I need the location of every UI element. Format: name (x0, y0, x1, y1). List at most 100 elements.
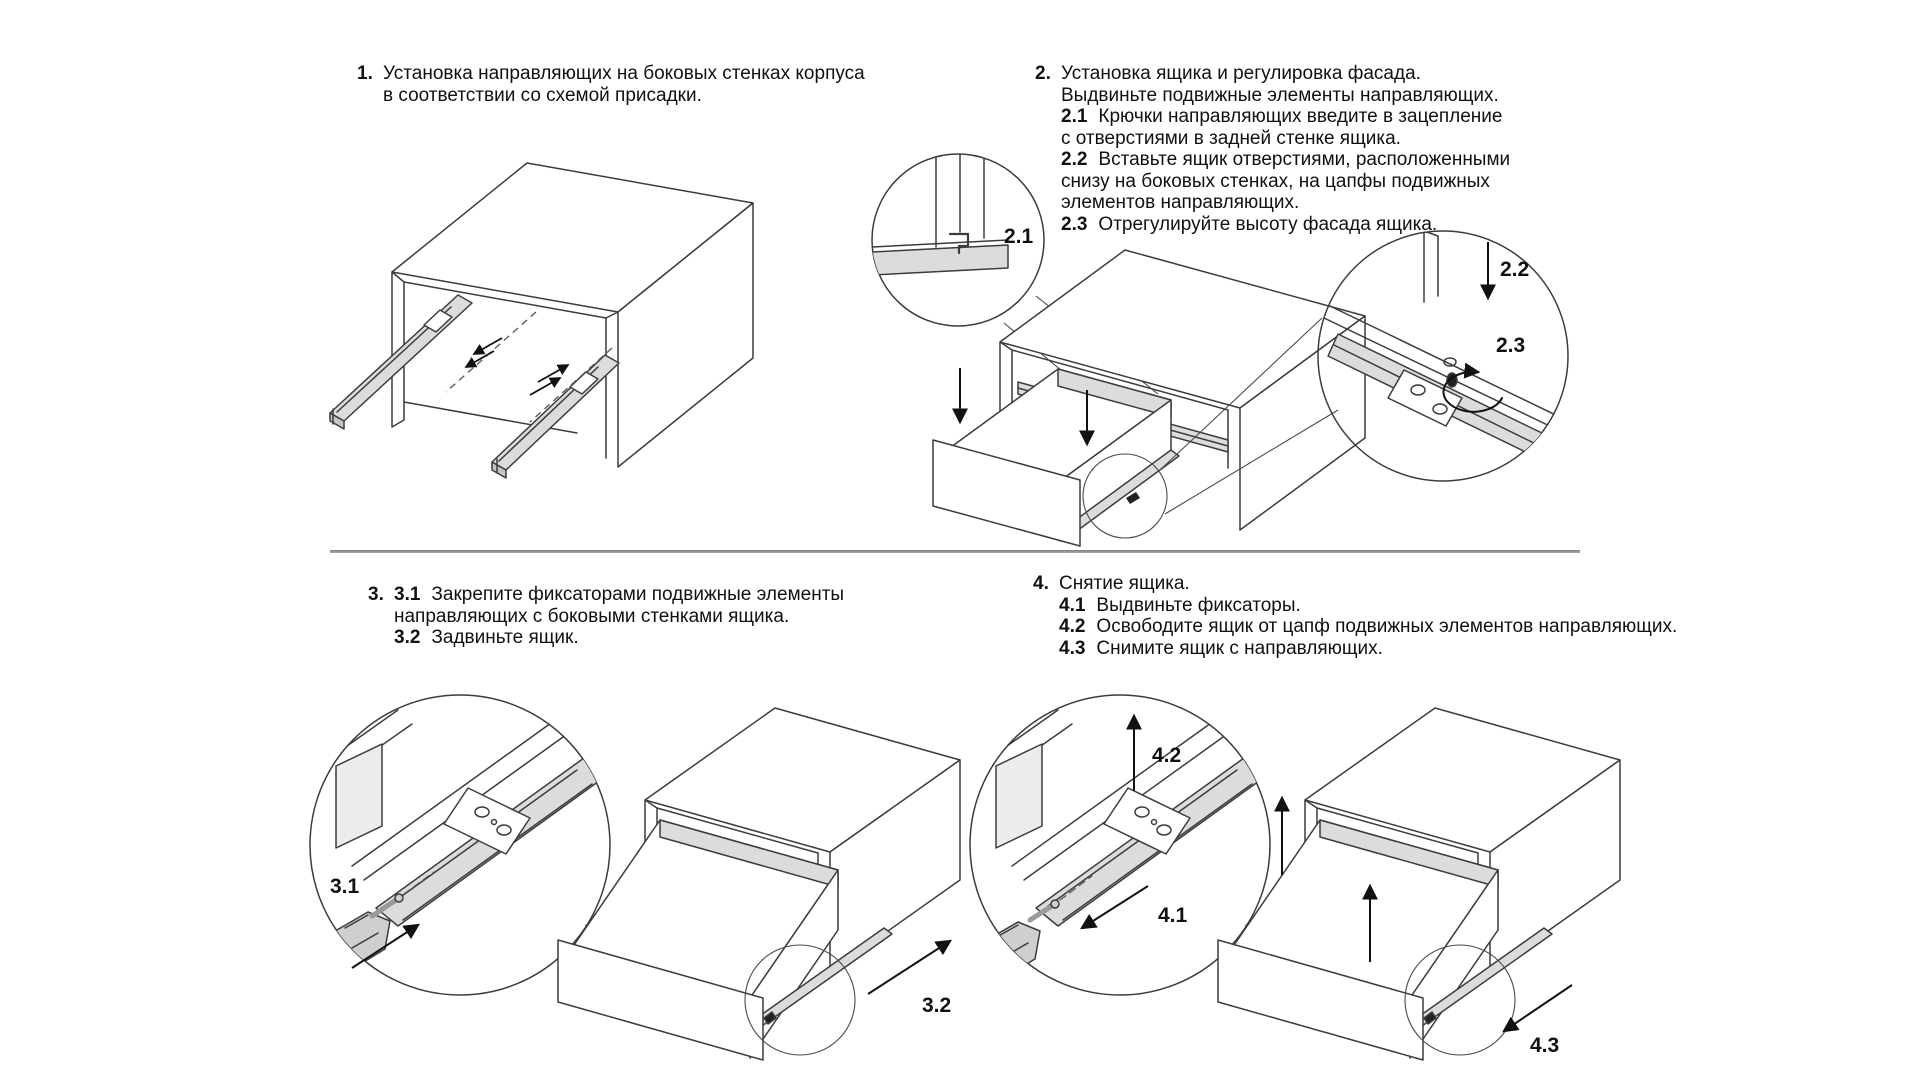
rail-bracket-plate (1103, 787, 1191, 855)
drawer-front-panel (557, 939, 764, 1061)
callout-label-2-1: 2.1 (1004, 225, 1034, 248)
section-3-number: 3. (368, 584, 384, 605)
bracket-hole (1134, 806, 1150, 818)
step-number: 2.3 (1061, 213, 1088, 235)
clip-detail (329, 709, 607, 967)
leader-line (1159, 317, 1323, 471)
callout-circle-4-1 (969, 694, 1271, 996)
diagram-step-4-drawer-removal: 4.1 4.2 4.3 (969, 694, 1621, 1061)
instruction-line: элементов направляющих. (1061, 192, 1300, 213)
detail-circle-pin (1082, 453, 1168, 539)
instruction-line: направляющих с боковыми стенками ящика. (394, 605, 790, 627)
section-1-number: 1. (357, 63, 373, 84)
instruction-line: в соответствии со схемой присадки. (383, 84, 702, 106)
callout-circle-2-1 (871, 153, 1045, 327)
fixator-pin-tip (394, 893, 404, 903)
step-number: 3.2 (394, 627, 421, 648)
callout-circle-2-2-2-3 (1317, 230, 1569, 482)
hook-detail (872, 154, 1009, 276)
detail-circle-corner (744, 944, 856, 1056)
pin-detail (1323, 231, 1567, 459)
callout-label-3-1: 3.1 (330, 875, 360, 898)
instruction-line: Установка ящика и регулировка фасада. (1061, 63, 1421, 84)
callout-label-4-3: 4.3 (1530, 1034, 1559, 1057)
fixator-pin (1027, 903, 1055, 923)
instruction-line: Выдвиньте подвижные элементы направляющи… (1061, 84, 1499, 106)
section-4-number: 4. (1033, 573, 1049, 594)
wall-panel (995, 743, 1043, 849)
dashed-guide (1059, 875, 1093, 901)
rail-hook-detail (948, 232, 970, 255)
mounting-arrow (537, 364, 570, 383)
mounting-arrow (529, 377, 562, 396)
callout-circle-3-1 (309, 694, 611, 996)
rail-bracket (423, 309, 453, 333)
alignment-dashed-line (529, 347, 613, 423)
dashed-guide (403, 871, 435, 895)
step-number: 2.1 (1061, 106, 1088, 127)
mounting-arrow (464, 350, 495, 368)
callout-label-2-3: 2.3 (1496, 334, 1525, 357)
callout-label-3-2: 3.2 (922, 994, 951, 1017)
bracket-hole (1410, 384, 1426, 396)
callout-label-2-2: 2.2 (1500, 258, 1529, 281)
drawer-back-bottom-bar (872, 244, 1009, 276)
bracket-hole (1156, 824, 1172, 836)
section-2-instructions: 2. Установка ящика и регулировка фасада.… (1035, 63, 1510, 235)
left-drawer-rail (329, 294, 473, 430)
step-number: 4.2 (1059, 616, 1086, 637)
leader-line (1164, 409, 1339, 515)
bracket-hole (474, 806, 490, 818)
rail-pin (1423, 1011, 1437, 1025)
diagram-step-2-drawer-installation: 2.1 (871, 153, 1569, 547)
drawer-front-panel (932, 439, 1081, 547)
mounting-arrow (472, 337, 503, 355)
rail-bracket-plate (1387, 369, 1463, 427)
cabinet-opening-top-edge (656, 807, 819, 854)
rotation-arrow-2-3 (1442, 362, 1503, 413)
cabinet-opening-corner (605, 311, 619, 319)
diagram-step-1-rail-installation (329, 162, 754, 479)
cabinet-opening-top-edge (1011, 349, 1229, 411)
step-number: 4.3 (1059, 637, 1086, 659)
rail-bracket-plate (443, 787, 531, 855)
clip-release-detail (979, 709, 1267, 977)
cabinet-right-side (1239, 315, 1366, 531)
wall-panel (335, 743, 383, 849)
fixator-pin (369, 897, 399, 919)
rail-pin (1126, 492, 1140, 504)
arrow-3-2 (867, 939, 953, 995)
right-drawer-rail (491, 354, 620, 479)
rail-pin (763, 1011, 777, 1025)
instruction-line: Снятие ящика. (1059, 573, 1190, 594)
bracket-hole (496, 824, 512, 836)
cabinet-right-side (617, 202, 754, 468)
instruction-line: Установка направляющих на боковых стенка… (383, 63, 865, 84)
drawer-front-panel (1217, 939, 1424, 1061)
cabinet-opening-top-edge (1316, 807, 1479, 854)
arrow-4-1 (1079, 885, 1149, 930)
instruction-line: с отверстиями в задней стенке ящика. (1061, 127, 1401, 149)
step-number: 4.1 (1059, 594, 1086, 616)
bracket-hole (490, 818, 498, 826)
fixator-pin-tip (1050, 899, 1060, 909)
step-number: 3.1 (394, 584, 421, 605)
step-number: 2.2 (1061, 149, 1088, 170)
section-1-instructions: 1. Установка направляющих на боковых сте… (357, 63, 865, 106)
detail-circle-corner (1404, 944, 1516, 1056)
callout-label-4-1: 4.1 (1158, 904, 1188, 927)
arrow-4-3 (1502, 984, 1573, 1033)
pin-hole (1443, 357, 1457, 367)
section-divider (330, 550, 1580, 553)
